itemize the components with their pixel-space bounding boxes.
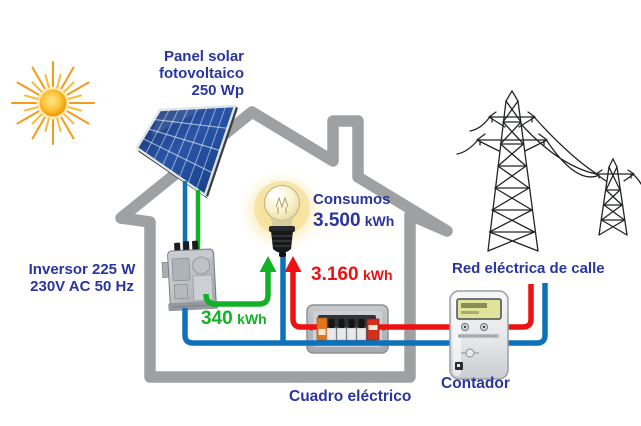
consumption-unit: kWh	[364, 212, 395, 229]
grid-flow-red-line	[284, 256, 534, 330]
panel-label-line2: fotovoltaico	[159, 65, 244, 82]
light-bulb-icon	[264, 185, 300, 257]
grid-import-unit: kWh	[363, 267, 393, 283]
sun-icon	[11, 61, 95, 145]
electric-meter-icon	[449, 290, 509, 380]
panel-label-line3: 250 Wp	[191, 82, 244, 99]
grid-flow-arrow	[284, 256, 302, 272]
solar-panel-icon	[135, 104, 238, 199]
breaker-panel-label: Cuadro eléctrico	[289, 388, 412, 405]
grid-import-value: 3.160	[311, 264, 359, 285]
wiring-blue-line	[182, 256, 548, 346]
solar-supply-label: 340 kWh	[201, 308, 267, 329]
consumption-title: Consumos	[313, 191, 391, 208]
house-outline	[115, 106, 453, 383]
solar-supply-unit: kWh	[237, 311, 267, 327]
consumption-label: Consumos 3.500 kWh	[313, 191, 395, 231]
solar-flow-arrow	[259, 256, 277, 272]
grid-import-label: 3.160 kWh	[311, 264, 393, 285]
solar-supply-value: 340	[201, 308, 233, 329]
grid-label: Red eléctrica de calle	[452, 260, 605, 277]
solar-flow-green-line	[203, 256, 277, 307]
breaker-cluster	[316, 315, 380, 341]
inverter-label-line1: Inversor 225 W	[28, 261, 136, 278]
inverter-label-line2: 230V AC 50 Hz	[30, 278, 134, 295]
inverter-icon	[161, 240, 219, 312]
meter-label: Contador	[441, 375, 510, 392]
consumption-value: 3.500	[313, 209, 361, 231]
panel-label-line1: Panel solar	[163, 48, 244, 65]
inverter-label: Inversor 225 W 230V AC 50 Hz	[8, 261, 156, 295]
panel-label: Panel solar fotovoltaico 250 Wp	[118, 48, 244, 99]
transmission-towers-icon	[456, 89, 641, 252]
